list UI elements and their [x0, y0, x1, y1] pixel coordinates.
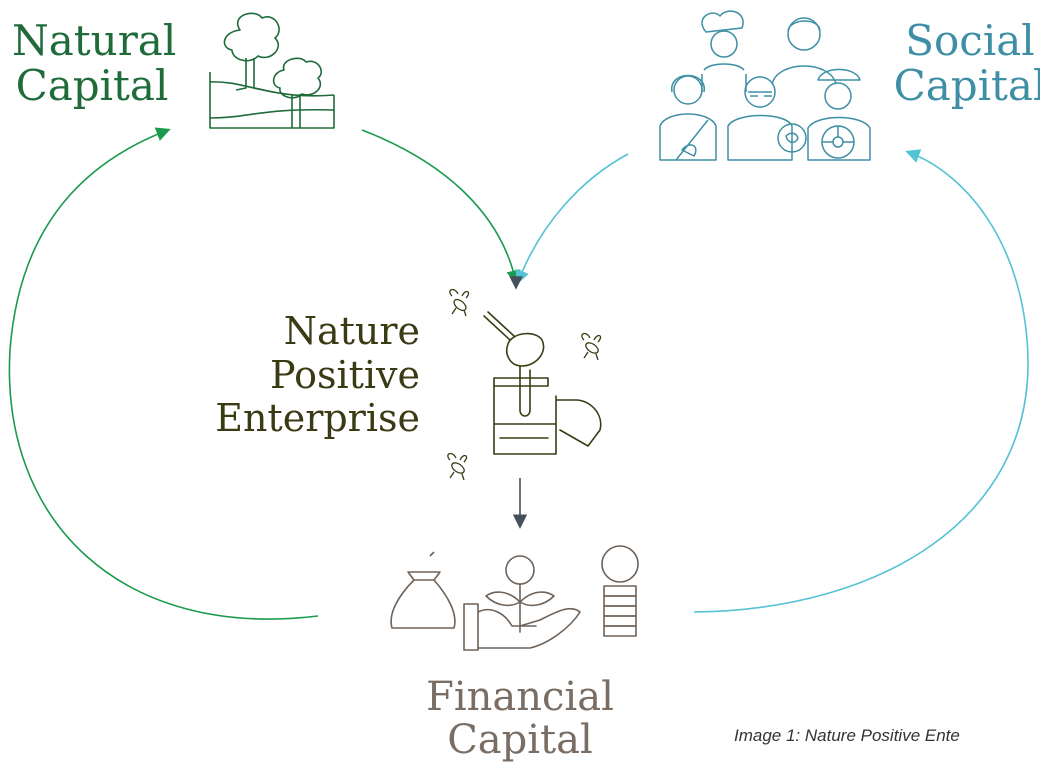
- plant-hand-icon: [463, 555, 581, 651]
- financial-capital-label: Financial Capital: [400, 674, 640, 764]
- bee-icon: [449, 288, 470, 317]
- money-bag-icon: [390, 551, 456, 629]
- financial-capital-line1: Financial: [426, 674, 614, 720]
- natural-capital-label: Natural Capital: [12, 16, 177, 111]
- nature-positive-enterprise-label: Nature Positive Enterprise: [180, 309, 420, 441]
- social-capital-label: Social Capital: [890, 18, 1040, 109]
- nature-positive-line1: Nature: [283, 309, 420, 353]
- honey-jar-icon: [483, 311, 602, 455]
- natural-capital-line2: Capital: [15, 61, 169, 111]
- financial-to-natural-arrow: [8, 127, 319, 620]
- people-group-icon: [659, 10, 871, 161]
- social-to-enterprise-arrow: [515, 153, 629, 285]
- trees-icon: [209, 12, 335, 129]
- nature-positive-line2: Positive: [270, 352, 420, 397]
- financial-capital-line2: Capital: [447, 717, 593, 764]
- natural-capital-line1: Natural: [12, 16, 177, 65]
- figure-caption: Image 1: Nature Positive Ente: [734, 726, 960, 745]
- social-capital-line1: Social: [905, 16, 1035, 65]
- social-capital-line2: Capital: [893, 61, 1040, 111]
- nature-positive-line3: Enterprise: [215, 396, 420, 441]
- bee-icon: [447, 452, 468, 481]
- financial-to-social-arrow: [693, 149, 1029, 613]
- coin-stack-icon: [601, 545, 639, 637]
- bee-icon: [581, 332, 602, 361]
- natural-to-enterprise-arrow: [361, 129, 521, 285]
